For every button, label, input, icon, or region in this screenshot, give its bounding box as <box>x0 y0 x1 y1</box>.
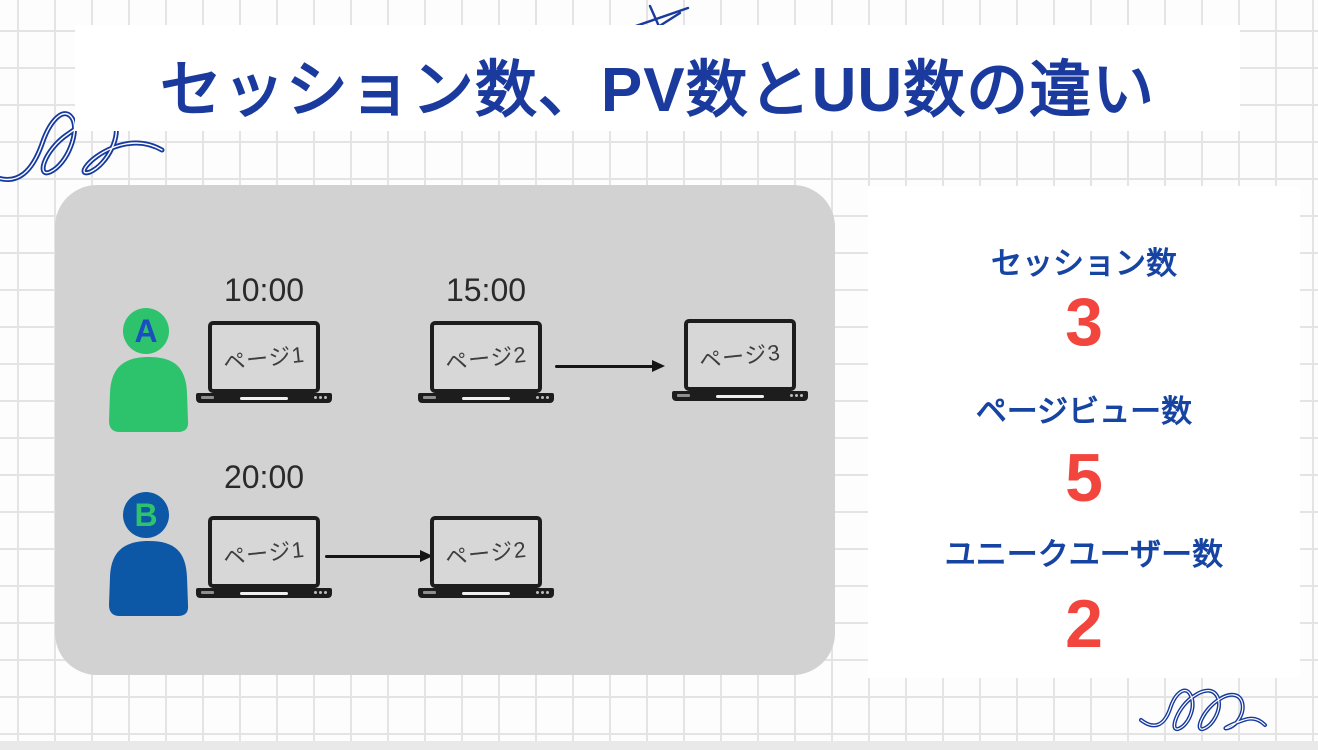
diagram-box: A 10:00 ページ1 15:00 ページ2 <box>55 185 835 675</box>
laptop-a2: ページ2 <box>418 321 554 403</box>
laptop-b2-screen: ページ2 <box>430 516 542 588</box>
sessions-value: 3 <box>1065 284 1103 360</box>
squiggle-doodle-right <box>1139 688 1267 731</box>
laptop-base-dots <box>314 396 327 399</box>
laptop-a1-base <box>196 393 332 403</box>
laptop-base-notch <box>201 396 214 399</box>
laptop-a3: ページ3 <box>672 319 808 401</box>
laptop-base-notch <box>677 394 690 397</box>
laptop-b2: ページ2 <box>418 516 554 598</box>
laptop-b1-screen: ページ1 <box>208 516 320 588</box>
laptop-a2-page-label: ページ2 <box>444 341 529 376</box>
title-band: セッション数、PV数とUU数の違い <box>75 25 1240 131</box>
unique-users-value: 2 <box>1065 586 1103 662</box>
laptop-b1-page-label: ページ1 <box>222 536 307 571</box>
laptop-base-notch <box>423 396 436 399</box>
laptop-base-trackpad <box>462 397 510 400</box>
stats-panel: セッション数 3 ページビュー数 5 ユニークユーザー数 2 <box>868 186 1300 678</box>
laptop-b2-base <box>418 588 554 598</box>
laptop-a2-screen: ページ2 <box>430 321 542 393</box>
laptop-base-trackpad <box>240 592 288 595</box>
sessions-label: セッション数 <box>991 246 1177 281</box>
laptop-a3-screen: ページ3 <box>684 319 796 391</box>
laptop-b1-base <box>196 588 332 598</box>
user-a-letter: A <box>134 313 157 349</box>
laptop-a3-page-label: ページ3 <box>698 339 783 374</box>
page-title: セッション数、PV数とUU数の違い <box>159 56 1156 125</box>
laptop-base-dots <box>536 396 549 399</box>
laptop-b2-page-label: ページ2 <box>444 536 529 571</box>
user-b-avatar: B <box>109 492 189 616</box>
laptop-a1: ページ1 <box>196 321 332 403</box>
visit-time-a2: 15:00 <box>445 272 527 308</box>
laptop-base-trackpad <box>716 395 764 398</box>
bottom-edge-strip <box>0 741 1318 750</box>
arrow-b1-to-b2 <box>325 550 433 562</box>
laptop-base-dots <box>536 591 549 594</box>
user-a-avatar: A <box>109 308 189 432</box>
unique-users-label: ユニークユーザー数 <box>944 537 1224 572</box>
laptop-base-notch <box>201 591 214 594</box>
pageviews-value: 5 <box>1065 440 1103 516</box>
laptop-base-trackpad <box>462 592 510 595</box>
user-b-letter: B <box>134 497 157 533</box>
visit-time-a1: 10:00 <box>223 272 305 308</box>
laptop-a1-screen: ページ1 <box>208 321 320 393</box>
squiggle-doodle-left <box>0 111 165 182</box>
arrow-a2-to-a3 <box>555 360 665 372</box>
laptop-a1-page-label: ページ1 <box>222 341 307 376</box>
pageviews-label: ページビュー数 <box>975 394 1193 429</box>
laptop-base-trackpad <box>240 397 288 400</box>
laptop-base-dots <box>790 394 803 397</box>
visit-time-b1: 20:00 <box>223 459 305 495</box>
laptop-a2-base <box>418 393 554 403</box>
laptop-b1: ページ1 <box>196 516 332 598</box>
laptop-base-dots <box>314 591 327 594</box>
laptop-a3-base <box>672 391 808 401</box>
laptop-base-notch <box>423 591 436 594</box>
